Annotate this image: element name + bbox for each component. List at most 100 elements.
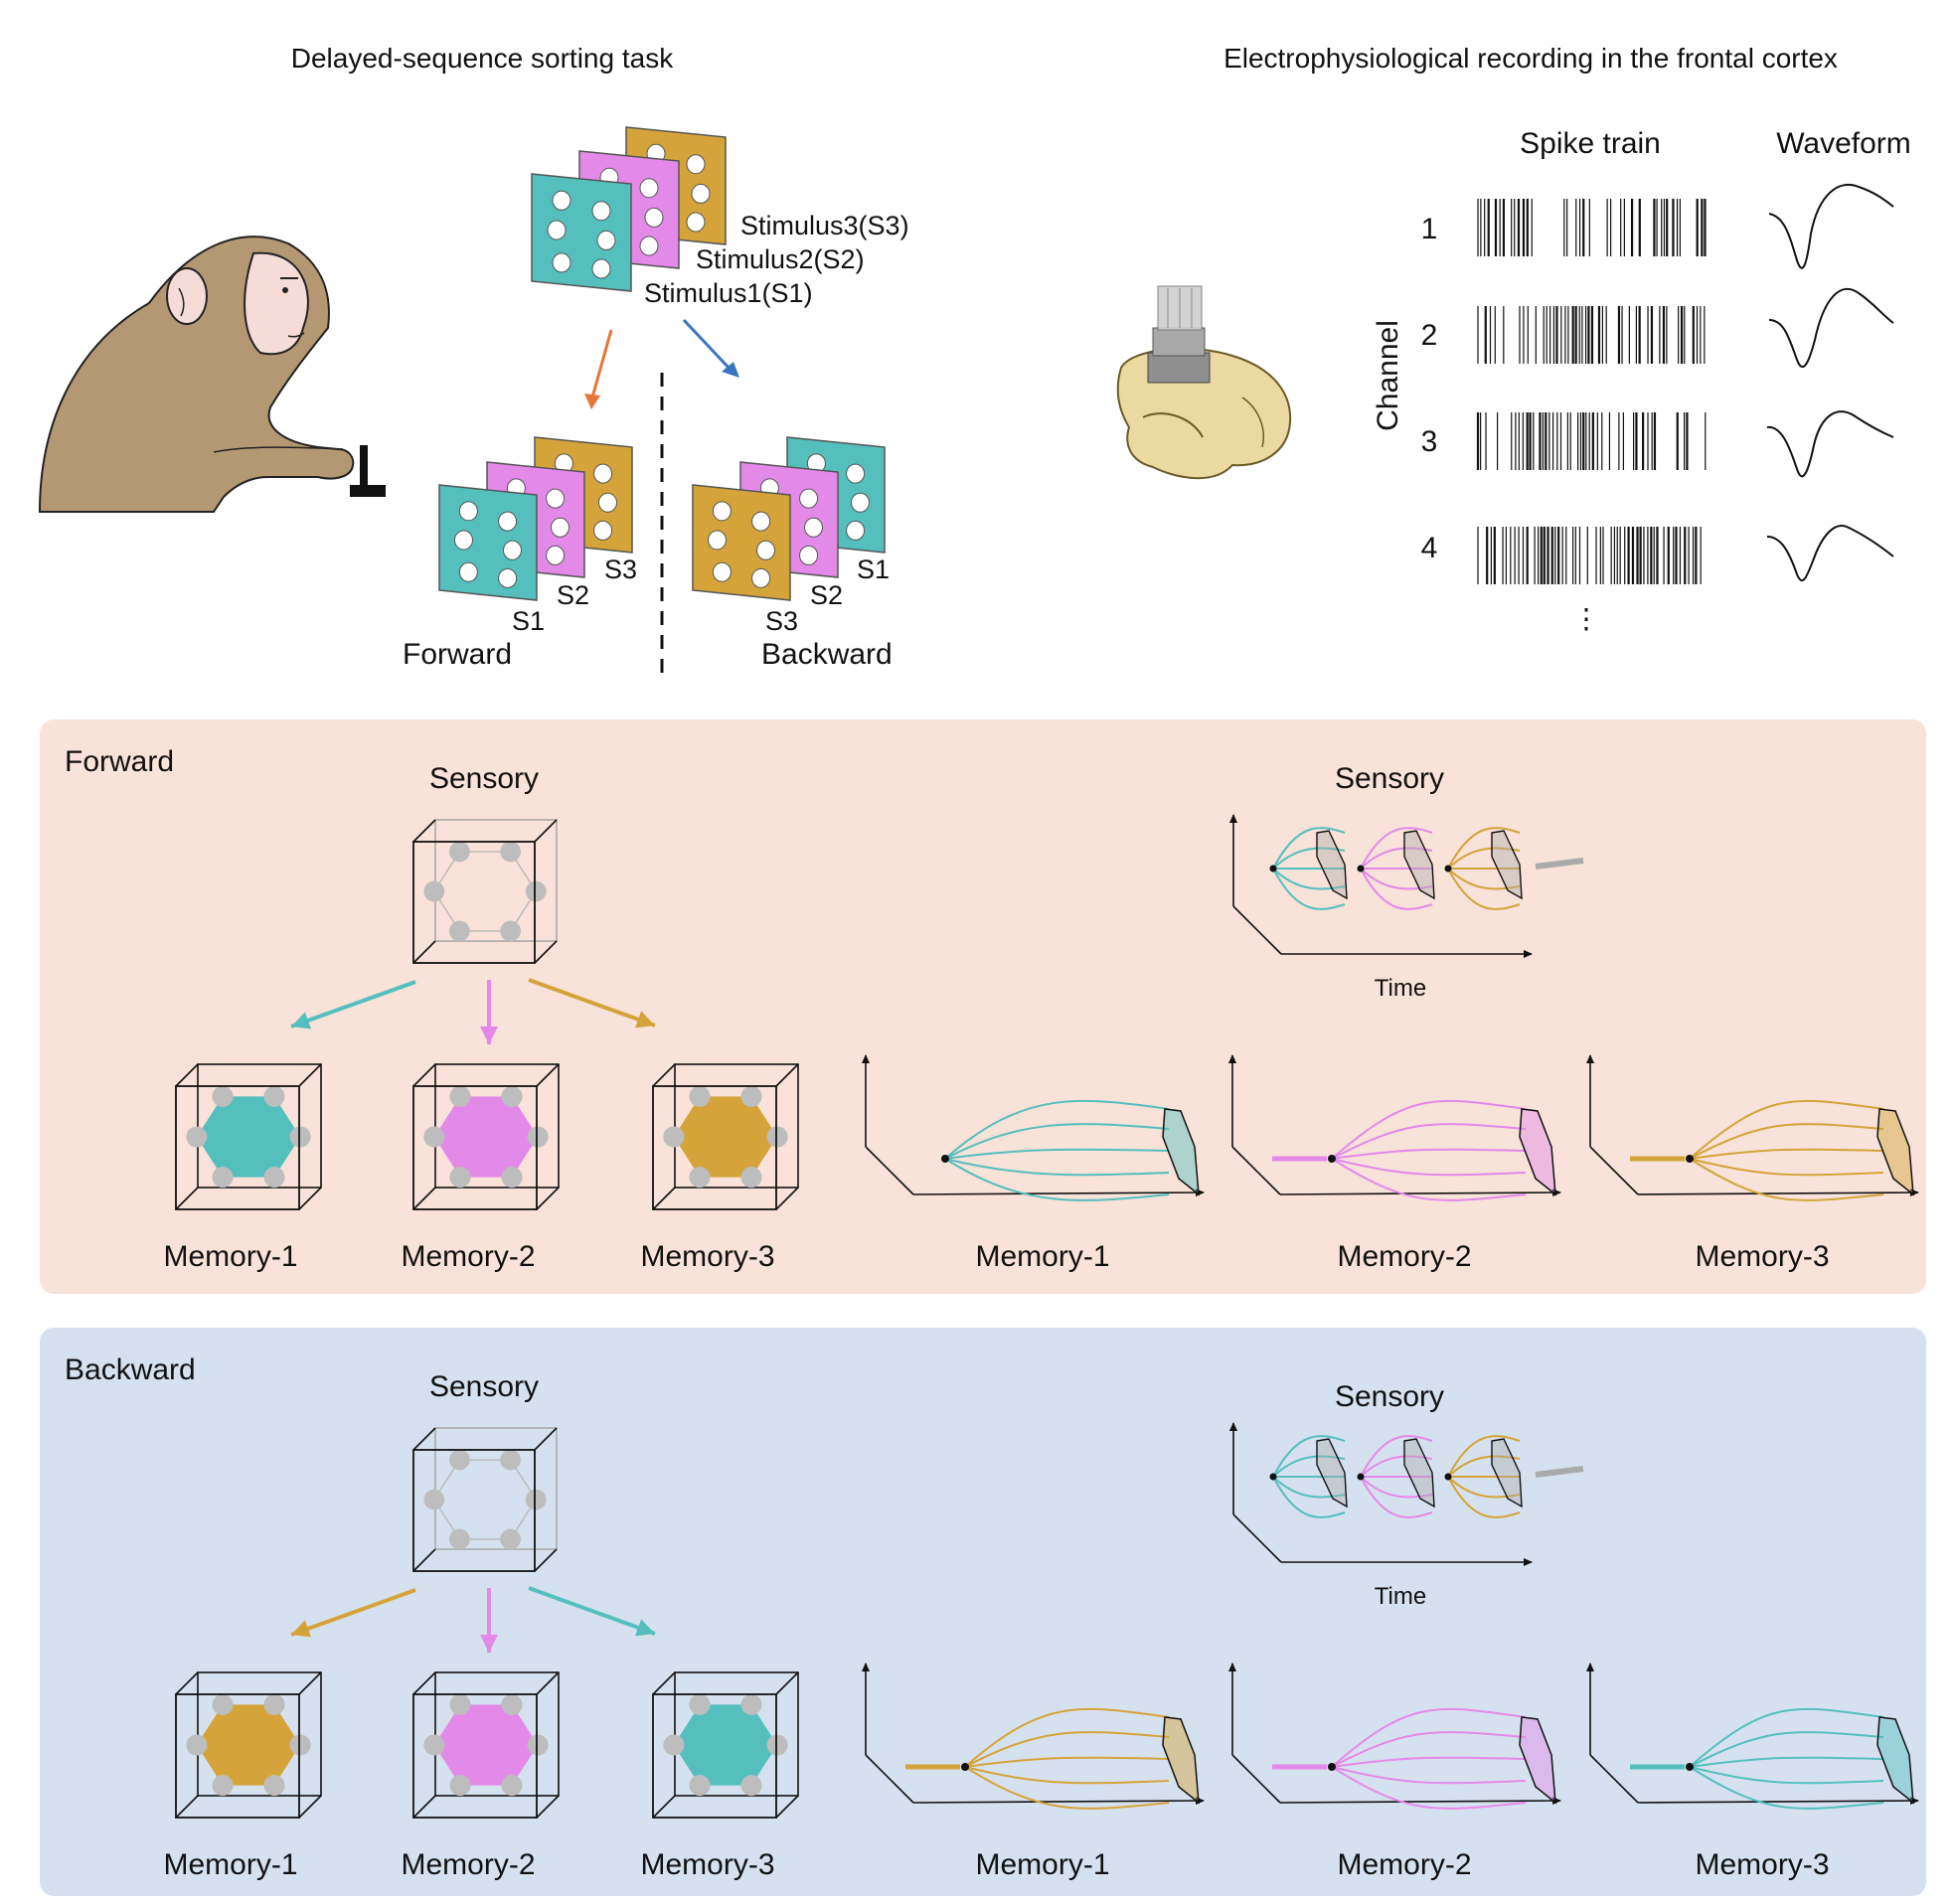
backward-memory-cube-2-node bbox=[501, 1775, 523, 1797]
backward-memory-trajectory-2 bbox=[1228, 1663, 1561, 1810]
forward-s1-card-face bbox=[438, 484, 538, 601]
backward-sensory-trajectory-axes-z-axis bbox=[1232, 1513, 1282, 1563]
forward-memory-cube-2-node bbox=[449, 1167, 471, 1189]
forward-memory-cube-1 bbox=[175, 1063, 322, 1210]
forward-memory-trajectory-3-axes bbox=[1586, 1054, 1639, 1195]
backward-memory-cube-2-node bbox=[423, 1734, 445, 1756]
backward-sensory-trajectory-curve bbox=[1360, 1476, 1433, 1518]
forward-memory-trajectory-2-axes bbox=[1228, 1054, 1281, 1195]
forward-memory-cube-2-edge bbox=[412, 1187, 436, 1210]
waveforms bbox=[1766, 183, 1894, 581]
forward-sensory-cube-edge bbox=[412, 940, 436, 964]
backward-sensory-trajectory-polygon bbox=[1403, 1438, 1435, 1508]
backward-sensory-trajectory-curve bbox=[1272, 1476, 1346, 1499]
forward-s1-card-dot bbox=[454, 530, 473, 551]
channel-4-label: 4 bbox=[1421, 532, 1438, 564]
forward-memory-trajectory-3-curve bbox=[1689, 1158, 1884, 1201]
forward-sensory-trajectory bbox=[1229, 814, 1584, 958]
spike-train-2 bbox=[1477, 306, 1706, 364]
backward-memory-label-2: Memory-2 bbox=[401, 1848, 535, 1881]
backward-memory-trajectory-1-curve bbox=[964, 1766, 1170, 1810]
forward-memory-cube-1-front-face bbox=[175, 1085, 300, 1210]
forward-sensory-trajectory-curve bbox=[1447, 868, 1521, 910]
forward-memory-cube-3-node bbox=[689, 1085, 711, 1107]
backward-s3-card-dot bbox=[712, 561, 732, 582]
forward-memory-cube-1-node bbox=[212, 1167, 234, 1189]
stimulus3-card-dot bbox=[686, 212, 706, 233]
forward-s3-card-dot bbox=[598, 492, 617, 513]
backward-memory-cube-3-edge bbox=[652, 1795, 676, 1819]
backward-memory-cube-3-node bbox=[689, 1775, 711, 1797]
forward-memory-trajectory-1-curve bbox=[944, 1123, 1170, 1160]
forward-memory-cube-2-edge bbox=[412, 1063, 436, 1087]
forward-memory-cube-2-back-face bbox=[434, 1063, 560, 1189]
spike-train-4 bbox=[1477, 527, 1702, 584]
backward-memory-trajectory-2-axes-z-axis bbox=[1231, 1754, 1281, 1804]
backward-arrow-memory-1 bbox=[290, 1588, 416, 1638]
forward-sensory-cube-node bbox=[423, 880, 445, 902]
backward-time-label: Time bbox=[1375, 1583, 1426, 1610]
backward-memory-cube-1 bbox=[175, 1671, 322, 1819]
backward-s3-card-dot bbox=[751, 511, 771, 532]
backward-memory-trajectory-1-curve bbox=[964, 1756, 1170, 1768]
backward-memory-trajectory-1-curve bbox=[964, 1766, 1170, 1785]
forward-sensory-cube-front-face bbox=[412, 841, 536, 964]
forward-sensory-cube-node bbox=[525, 880, 547, 902]
forward-sensory-trajectory-curve bbox=[1272, 868, 1346, 910]
stimulus1-card-dot bbox=[552, 252, 571, 273]
forward-memory-cube-3 bbox=[652, 1063, 799, 1210]
forward-arrow-memory-1-shaft bbox=[290, 980, 416, 1029]
backward-memory-cube-1-node bbox=[263, 1775, 285, 1797]
forward-memory-cube-3-node bbox=[689, 1167, 711, 1189]
backward-memory-label-3: Memory-3 bbox=[640, 1848, 774, 1881]
skull-illustration bbox=[1116, 285, 1292, 480]
forward-time-label: Time bbox=[1375, 975, 1426, 1002]
backward-sensory-trajectory-label: Sensory bbox=[1335, 1380, 1444, 1413]
forward-sensory-trajectory-label: Sensory bbox=[1335, 762, 1444, 795]
backward-s1-card-dot bbox=[846, 520, 866, 541]
forward-memory-trajectory-3 bbox=[1586, 1054, 1919, 1201]
forward-memory-cube-2-node bbox=[501, 1167, 523, 1189]
backward-s3-card-dot bbox=[751, 567, 771, 588]
backward-sensory-cube-back-face bbox=[434, 1427, 558, 1550]
backward-sensory-trajectory-continuation bbox=[1535, 1466, 1584, 1478]
forward-memory-trajectory-3-curve bbox=[1689, 1123, 1884, 1160]
forward-memory-trajectory-1-memory-polygon bbox=[1162, 1108, 1200, 1196]
backward-s1-card-dot bbox=[846, 463, 866, 484]
forward-memory-cube-2 bbox=[412, 1063, 560, 1210]
backward-s3-card-dot bbox=[756, 540, 775, 560]
backward-sensory-cube-edge bbox=[412, 1548, 436, 1572]
backward-memory-cube-2-node bbox=[501, 1693, 523, 1715]
backward-sensory-cube-edge bbox=[412, 1427, 436, 1451]
spike-train-1 bbox=[1477, 199, 1707, 256]
stimulus2-card-dot bbox=[644, 207, 664, 228]
backward-memory-trajectory-3-x-axis bbox=[1637, 1797, 1919, 1806]
forward-sensory-trajectory-node bbox=[1357, 865, 1365, 873]
monkey-illustration bbox=[38, 236, 386, 513]
channel-1-label: 1 bbox=[1421, 213, 1438, 245]
forward-order-stack bbox=[438, 436, 633, 601]
forward-trajectory-label-1: Memory-1 bbox=[975, 1240, 1109, 1273]
forward-memory-trajectory-2-branch-point bbox=[1328, 1155, 1336, 1163]
forward-trajectory-label-3: Memory-3 bbox=[1695, 1240, 1829, 1273]
forward-memory-cube-2-edge bbox=[536, 1187, 560, 1210]
backward-memory-cube-1-node bbox=[263, 1693, 285, 1715]
forward-sensory-trajectory-curve bbox=[1360, 868, 1433, 910]
forward-s1-card-dot bbox=[498, 567, 518, 588]
backward-arrow-memory-2-head bbox=[480, 1635, 498, 1653]
forward-memory-trajectory-3-branch-point bbox=[1686, 1155, 1694, 1163]
backward-sensory-trajectory-curve bbox=[1272, 1435, 1346, 1478]
forward-memory-trajectory-3-x-axis bbox=[1637, 1189, 1919, 1197]
forward-memory-trajectory-2-curve bbox=[1331, 1123, 1527, 1160]
forward-s3-card-dot bbox=[593, 463, 613, 484]
forward-sensory-trajectory-node bbox=[1444, 865, 1452, 873]
stimulus1-card-face bbox=[531, 173, 632, 292]
forward-memory-cube-2-node bbox=[501, 1085, 523, 1107]
forward-sensory-cube-node bbox=[449, 841, 470, 863]
backward-sensory-cube-edge bbox=[534, 1548, 558, 1572]
backward-memory-trajectory-3 bbox=[1586, 1663, 1919, 1810]
backward-s2-card-dot bbox=[799, 488, 819, 509]
forward-memory-trajectory-2-memory-polygon bbox=[1519, 1108, 1556, 1196]
forward-s1-card-dot bbox=[458, 501, 478, 522]
stimulus1-card-dot bbox=[591, 258, 611, 279]
